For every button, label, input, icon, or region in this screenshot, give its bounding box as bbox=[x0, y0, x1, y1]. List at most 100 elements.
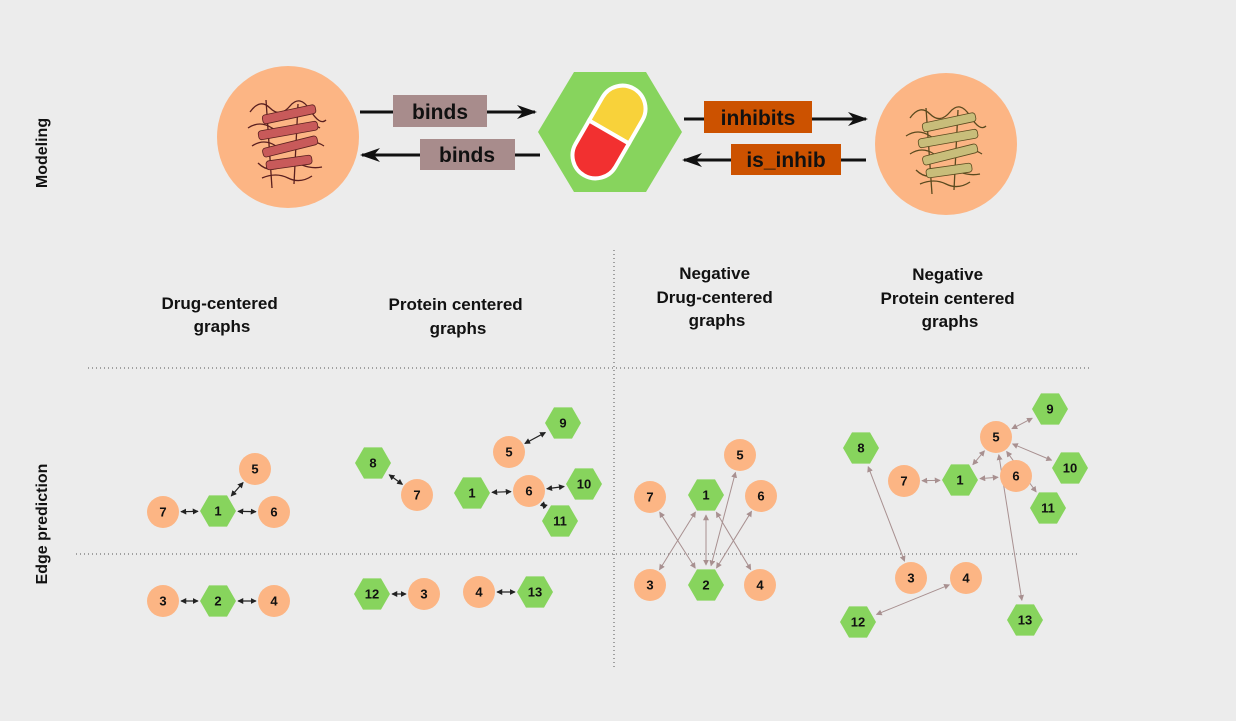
node-label: 7 bbox=[159, 505, 166, 520]
node-label: 1 bbox=[956, 473, 963, 488]
drug-node-drug_centered-1: 1 bbox=[200, 495, 236, 527]
node-label: 12 bbox=[851, 615, 865, 630]
pill-icon bbox=[570, 83, 648, 181]
protein-node-protein_centered-4: 4 bbox=[463, 576, 495, 608]
protein-node-drug_centered-5: 5 bbox=[239, 453, 271, 485]
protein-node-negative_drug_centered-4: 4 bbox=[744, 569, 776, 601]
node-label: 2 bbox=[702, 578, 709, 593]
node-label: 4 bbox=[962, 571, 970, 586]
node-label: 3 bbox=[646, 578, 653, 593]
protein-node-protein_centered-7: 7 bbox=[401, 479, 433, 511]
node-label: 12 bbox=[365, 587, 379, 602]
protein-node-negative_protein_centered-6: 6 bbox=[1000, 460, 1032, 492]
edge-negative_protein_centered-1-5 bbox=[972, 450, 985, 466]
node-label: 7 bbox=[413, 488, 420, 503]
column-title-negative-protein-centered: Negative Protein centered graphs bbox=[881, 265, 1020, 331]
protein-node-left bbox=[217, 66, 359, 208]
graph-nodes: 5 7 1 6 3 2 4 8 7 5 9 1 6 10 11 12 3 4 13 5 7 1 6 3 2 4 8 7 1 5 9 6 10 11… bbox=[147, 393, 1088, 638]
edge-protein_centered-1-6 bbox=[491, 488, 512, 496]
drug-node-protein_centered-9: 9 bbox=[545, 407, 581, 439]
node-label: 7 bbox=[900, 474, 907, 489]
drug-node-negative_protein_centered-10: 10 bbox=[1052, 452, 1088, 484]
node-label: 9 bbox=[559, 416, 566, 431]
edge-protein_centered-6-10 bbox=[546, 484, 565, 492]
node-label: 8 bbox=[857, 441, 864, 456]
node-label: 10 bbox=[577, 477, 591, 492]
edge-negative_drug_centered-2-6 bbox=[716, 510, 752, 569]
protein-node-negative_protein_centered-4: 4 bbox=[950, 562, 982, 594]
protein-node-negative_protein_centered-5: 5 bbox=[980, 421, 1012, 453]
relation-box-inhibits: inhibits bbox=[704, 101, 812, 133]
relation-label: is_inhib bbox=[746, 149, 825, 172]
edge-negative_drug_centered-3-1 bbox=[659, 511, 696, 571]
node-label: 1 bbox=[468, 486, 475, 501]
protein-node-negative_drug_centered-3: 3 bbox=[634, 569, 666, 601]
edge-negative_protein_centered-8-3 bbox=[867, 465, 906, 562]
edge-drug_centered-1-5 bbox=[230, 481, 244, 497]
protein-node-negative_drug_centered-7: 7 bbox=[634, 481, 666, 513]
node-label: 3 bbox=[907, 571, 914, 586]
drug-node-protein_centered-1: 1 bbox=[454, 477, 490, 509]
node-label: 5 bbox=[505, 445, 512, 460]
node-label: 3 bbox=[159, 594, 166, 609]
drug-node-negative_protein_centered-9: 9 bbox=[1032, 393, 1068, 425]
protein-node-protein_centered-6: 6 bbox=[513, 475, 545, 507]
node-label: 1 bbox=[702, 488, 709, 503]
edge-protein_centered-5-9 bbox=[524, 431, 547, 445]
node-label: 9 bbox=[1046, 402, 1053, 417]
node-label: 4 bbox=[270, 594, 278, 609]
relation-box-binds-backward: binds bbox=[420, 139, 515, 170]
edge-negative_protein_centered-5-10 bbox=[1011, 443, 1053, 462]
edge-protein_centered-8-7 bbox=[388, 474, 404, 485]
protein-node-drug_centered-4: 4 bbox=[258, 585, 290, 617]
node-label: 3 bbox=[420, 587, 427, 602]
protein-node-negative_drug_centered-6: 6 bbox=[745, 480, 777, 512]
node-label: 5 bbox=[251, 462, 258, 477]
drug-node-protein_centered-10: 10 bbox=[566, 468, 602, 500]
drug-node-drug_centered-2: 2 bbox=[200, 585, 236, 617]
node-label: 6 bbox=[525, 484, 532, 499]
node-label: 4 bbox=[475, 585, 483, 600]
protein-node-protein_centered-5: 5 bbox=[493, 436, 525, 468]
protein-node-drug_centered-6: 6 bbox=[258, 496, 290, 528]
row-label-modeling: Modeling bbox=[34, 118, 51, 188]
relation-box-is-inhib: is_inhib bbox=[731, 144, 841, 175]
protein-node-protein_centered-3: 3 bbox=[408, 578, 440, 610]
relation-box-binds-forward: binds bbox=[393, 95, 487, 127]
modeling-diagram: binds binds inhibits is_inhib bbox=[217, 66, 1017, 215]
edge-negative_protein_centered-12-4 bbox=[875, 583, 951, 616]
column-title-negative-drug-centered: Negative Drug-centered graphs bbox=[657, 264, 778, 330]
node-label: 13 bbox=[1018, 613, 1032, 628]
relation-label: inhibits bbox=[721, 107, 796, 130]
edge-protein_centered-6-11 bbox=[539, 501, 548, 510]
node-label: 6 bbox=[757, 489, 764, 504]
drug-node-protein_centered-11: 11 bbox=[542, 505, 578, 537]
node-label: 1 bbox=[214, 504, 221, 519]
node-label: 6 bbox=[270, 505, 277, 520]
node-label: 5 bbox=[736, 448, 743, 463]
node-label: 5 bbox=[992, 430, 999, 445]
drug-node-center bbox=[538, 72, 682, 192]
protein-node-right bbox=[875, 73, 1017, 215]
node-label: 11 bbox=[553, 514, 567, 529]
node-label: 13 bbox=[528, 585, 542, 600]
graph-edges bbox=[180, 417, 1053, 616]
node-label: 7 bbox=[646, 490, 653, 505]
edge-negative_protein_centered-5-9 bbox=[1011, 417, 1033, 430]
node-label: 8 bbox=[369, 456, 376, 471]
protein-node-negative_drug_centered-5: 5 bbox=[724, 439, 756, 471]
node-label: 11 bbox=[1041, 501, 1055, 516]
row-label-edge-prediction: Edge prediction bbox=[34, 464, 51, 585]
node-label: 2 bbox=[214, 594, 221, 609]
drug-node-negative_protein_centered-8: 8 bbox=[843, 432, 879, 464]
drug-node-negative_drug_centered-1: 1 bbox=[688, 479, 724, 511]
protein-node-negative_protein_centered-7: 7 bbox=[888, 465, 920, 497]
drug-node-protein_centered-12: 12 bbox=[354, 578, 390, 610]
protein-node-negative_protein_centered-3: 3 bbox=[895, 562, 927, 594]
protein-node-drug_centered-3: 3 bbox=[147, 585, 179, 617]
drug-node-negative_protein_centered-12: 12 bbox=[840, 606, 876, 638]
node-label: 6 bbox=[1012, 469, 1019, 484]
relation-label: binds bbox=[412, 101, 468, 124]
drug-node-protein_centered-13: 13 bbox=[517, 576, 553, 608]
